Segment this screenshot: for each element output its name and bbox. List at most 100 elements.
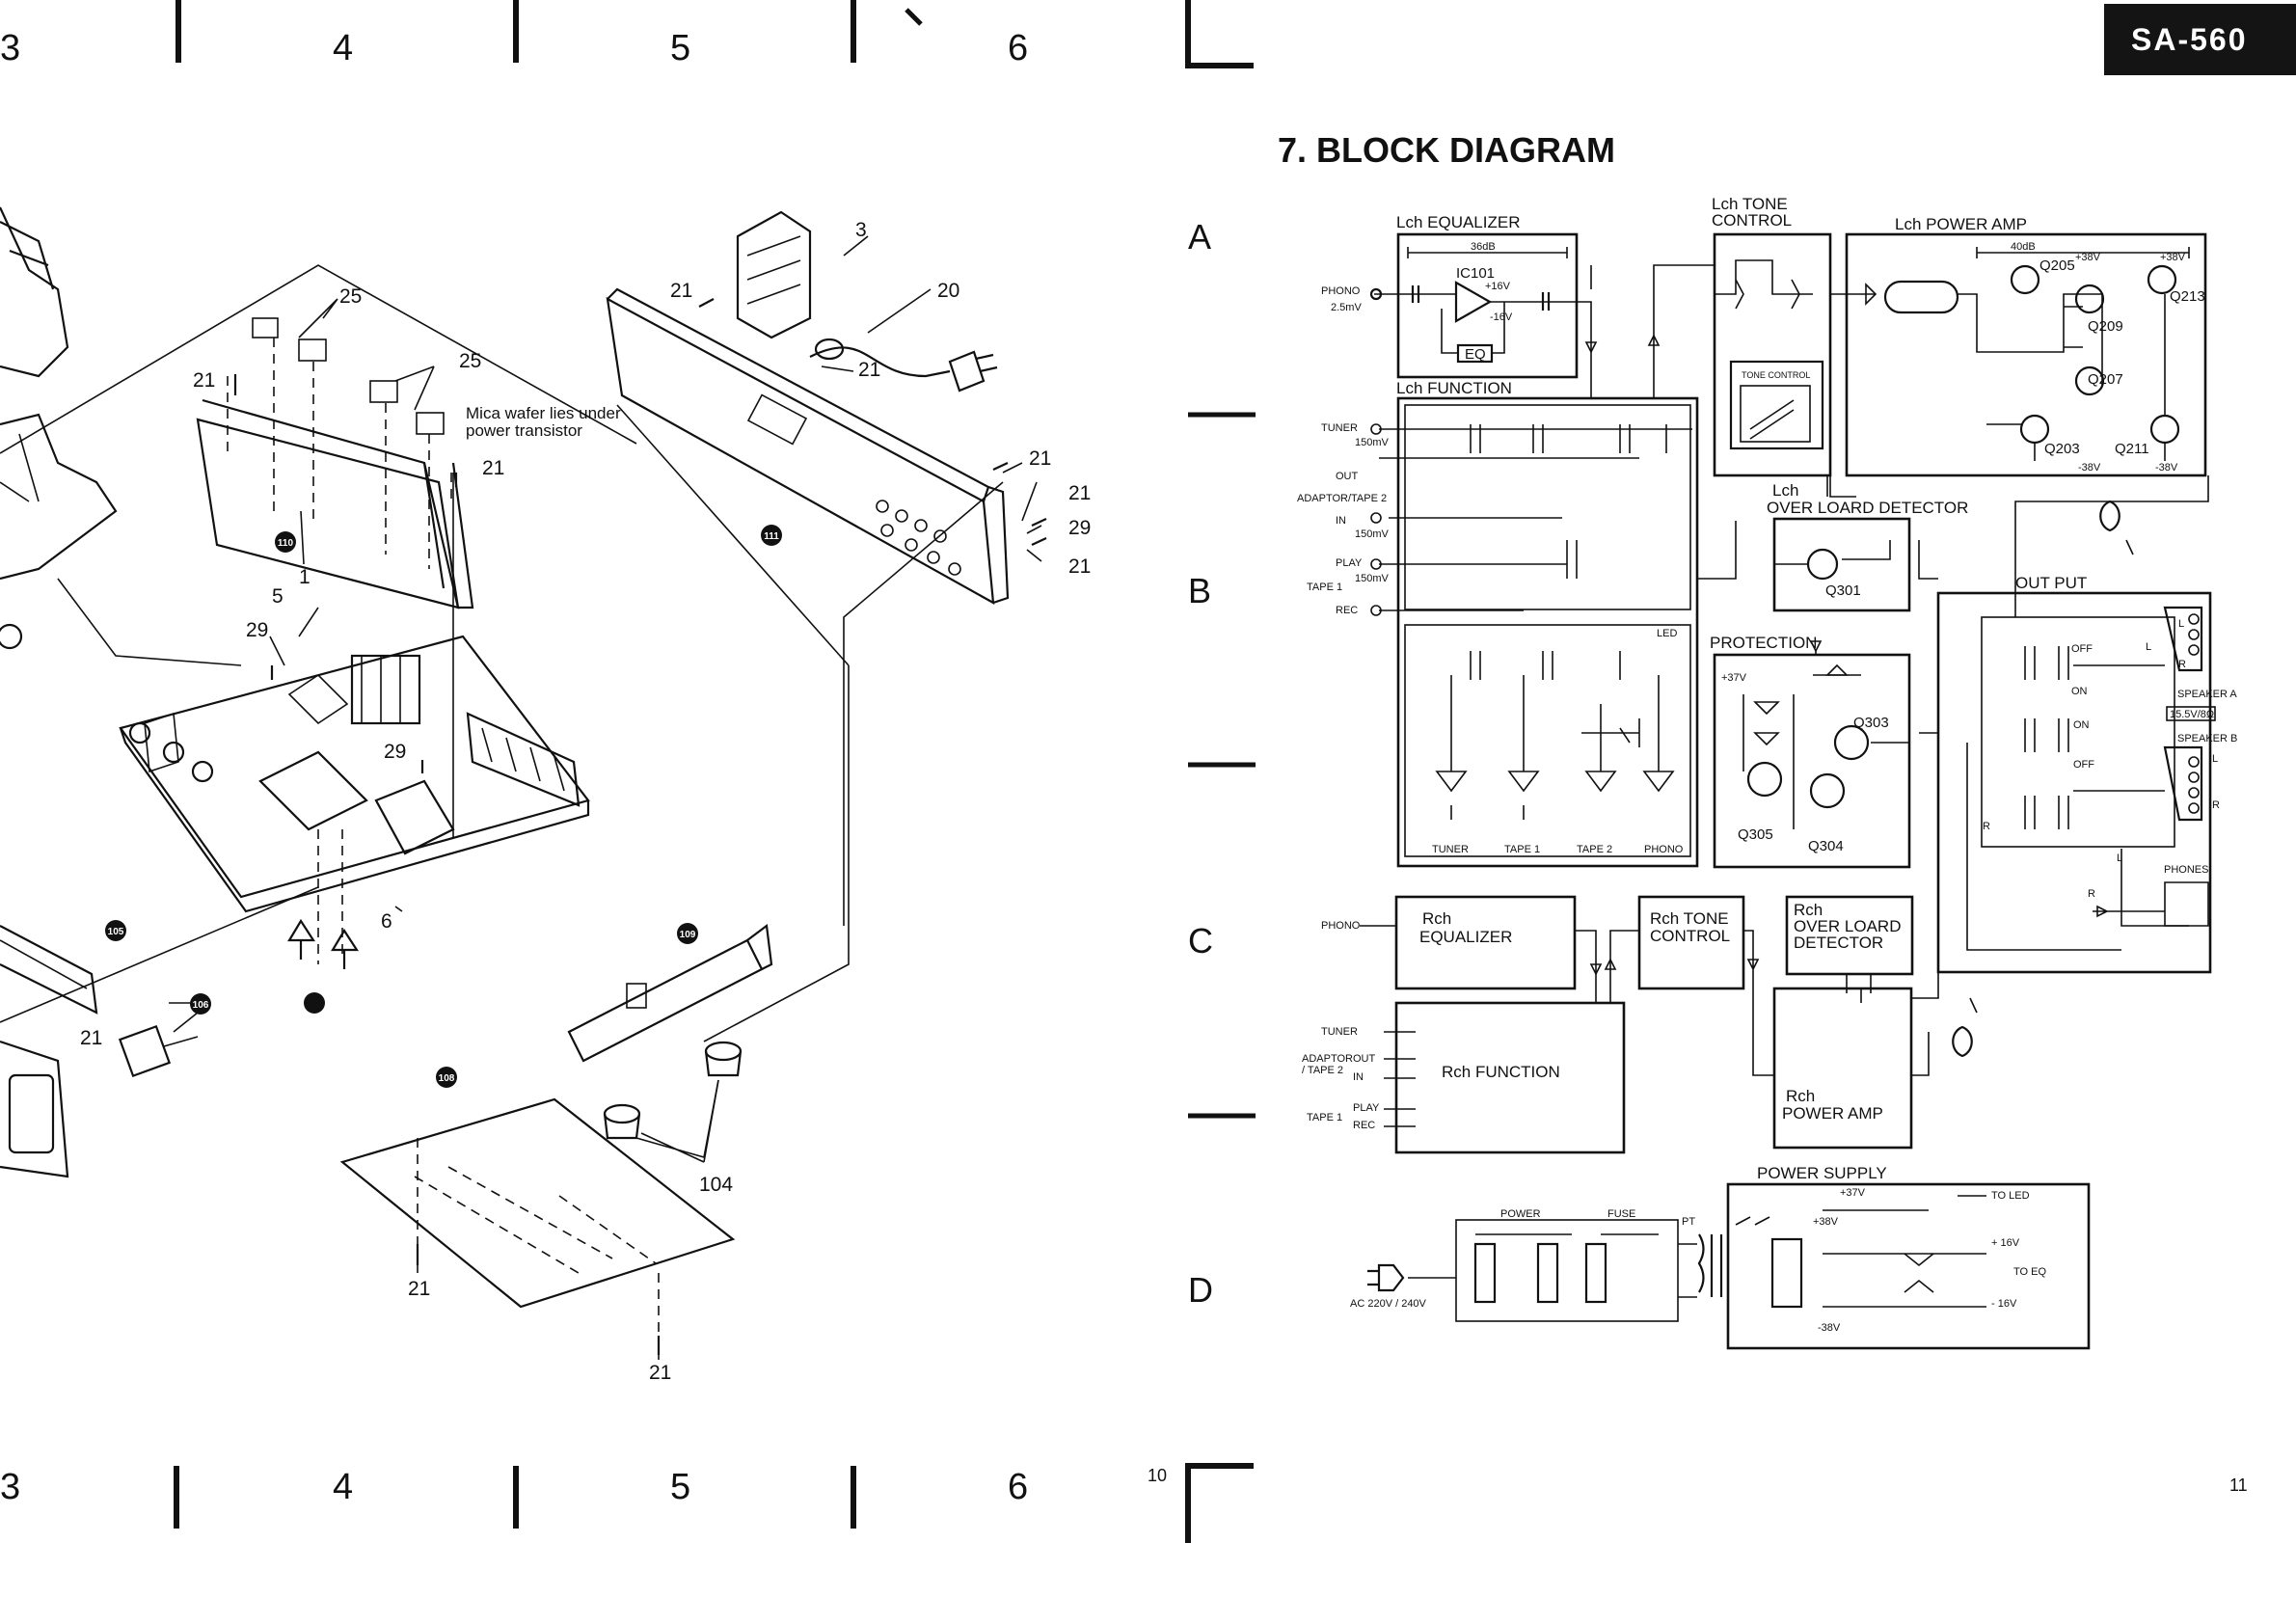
svg-text:Q207: Q207: [2088, 371, 2123, 388]
svg-text:IN: IN: [1336, 515, 1346, 527]
svg-text:R: R: [2212, 799, 2220, 811]
svg-text:R: R: [1983, 821, 1990, 832]
svg-text:CONTROL: CONTROL: [1712, 211, 1792, 230]
svg-text:R: R: [2088, 888, 2095, 900]
svg-text:PLAY: PLAY: [1353, 1102, 1380, 1114]
page-number-left: 10: [1148, 1466, 1167, 1485]
svg-text:Q213: Q213: [2170, 288, 2205, 305]
svg-text:108: 108: [439, 1073, 455, 1084]
svg-text:+38V: +38V: [2160, 252, 2186, 263]
svg-text:L: L: [2212, 753, 2218, 765]
rch-equalizer-block: Rch EQUALIZER PHONO: [1321, 895, 1639, 1003]
svg-text:OUT: OUT: [1353, 1053, 1376, 1065]
svg-text:-38V: -38V: [2155, 462, 2178, 474]
svg-text:Lch TONE: Lch TONE: [1712, 195, 1788, 213]
svg-text:TAPE 2: TAPE 2: [1577, 844, 1612, 855]
svg-text:L: L: [2178, 618, 2184, 630]
column-label: 4: [333, 1467, 353, 1507]
circled-part: 106: [190, 993, 211, 1015]
lch-equalizer-label: Lch EQUALIZER: [1396, 213, 1521, 231]
lch-equalizer-block: Lch EQUALIZER 36dB IC101 +16V -16V EQ PH…: [1321, 213, 1592, 379]
svg-text:PHONO: PHONO: [1644, 844, 1684, 855]
column-label: 3: [0, 1467, 20, 1507]
lch-tone-control-block: Lch TONE CONTROL TONE CONTROL: [1712, 195, 1832, 477]
svg-text:L: L: [2117, 853, 2122, 864]
svg-text:PHONO: PHONO: [1321, 920, 1361, 932]
svg-text:ON: ON: [2071, 686, 2088, 697]
svg-text:Q305: Q305: [1738, 826, 1773, 843]
svg-text:TAPE 1: TAPE 1: [1504, 844, 1540, 855]
svg-text:+ 16V: + 16V: [1991, 1237, 2020, 1249]
part-number: 21: [649, 1362, 671, 1384]
tone-control-inner: [1729, 360, 1824, 450]
model-badge-text: SA-560: [2131, 22, 2248, 57]
svg-text:TUNER: TUNER: [1321, 1026, 1358, 1038]
column-label: 3: [0, 28, 20, 68]
protection-block: PROTECTION +37V Q303 Q305 Q304: [1710, 634, 1911, 869]
svg-text:-16V: -16V: [1490, 311, 1513, 323]
ic101-label: IC101: [1456, 265, 1495, 282]
svg-text:Rch TONE: Rch TONE: [1650, 909, 1729, 928]
circled-part: [304, 992, 325, 1014]
part-number: 3: [855, 219, 867, 241]
part-number: 21: [193, 369, 215, 392]
svg-text:- 16V: - 16V: [1991, 1298, 2017, 1310]
svg-text:TAPE 1: TAPE 1: [1307, 1112, 1342, 1123]
part-number: 1: [299, 566, 311, 588]
svg-text:LED: LED: [1657, 628, 1677, 639]
svg-text:TAPE 1: TAPE 1: [1307, 582, 1342, 593]
part-number: 21: [858, 359, 880, 381]
svg-text:+37V: +37V: [1840, 1187, 1866, 1199]
part-number: 6: [381, 910, 392, 933]
grid-markers: 3 4 5 6 3 4 5 6 10 11 A B C D: [0, 0, 2248, 1543]
svg-text:/ TAPE 2: / TAPE 2: [1302, 1065, 1343, 1076]
circled-part: 109: [677, 923, 698, 944]
svg-text:-38V: -38V: [2078, 462, 2101, 474]
svg-text:15.5V/8Ω: 15.5V/8Ω: [2170, 709, 2214, 720]
svg-text:TO EQ: TO EQ: [2013, 1266, 2046, 1278]
block-diagram: Lch EQUALIZER 36dB IC101 +16V -16V EQ PH…: [1297, 195, 2237, 1350]
svg-text:PHONO: PHONO: [1321, 285, 1361, 297]
svg-text:SPEAKER A: SPEAKER A: [2177, 689, 2237, 700]
svg-text:POWER: POWER: [1500, 1208, 1541, 1220]
part-number: 21: [1068, 482, 1091, 504]
lch-function-block: Lch FUNCTION LED TUNER TAPE 1 TAPE 2 PHO…: [1297, 379, 1699, 868]
circled-part: 110: [275, 531, 296, 553]
rch-power-amp-block: Rch POWER AMP: [1772, 964, 1939, 1150]
svg-text:105: 105: [108, 927, 124, 937]
row-label: D: [1188, 1270, 1213, 1310]
part-number: 21: [1068, 555, 1091, 578]
output-block: OUT PUT OFF ON ON OFF L L R SPEAKER A 15…: [1936, 500, 2237, 1058]
svg-text:TUNER: TUNER: [1432, 844, 1469, 855]
svg-text:SPEAKER B: SPEAKER B: [2177, 733, 2237, 744]
svg-text:+37V: +37V: [1721, 672, 1747, 684]
svg-text:+38V: +38V: [2075, 252, 2101, 263]
svg-text:REC: REC: [1336, 605, 1358, 616]
svg-text:TUNER: TUNER: [1321, 422, 1358, 434]
svg-text:PLAY: PLAY: [1336, 557, 1363, 569]
circled-part: 108: [436, 1067, 457, 1088]
section-title: 7. BLOCK DIAGRAM: [1278, 130, 1615, 170]
part-number: 20: [937, 280, 959, 302]
svg-text:OVER LOARD DETECTOR: OVER LOARD DETECTOR: [1767, 499, 1968, 517]
svg-text:CONTROL: CONTROL: [1650, 927, 1730, 945]
svg-text:POWER SUPPLY: POWER SUPPLY: [1757, 1164, 1887, 1182]
svg-text:Lch POWER AMP: Lch POWER AMP: [1895, 215, 2027, 233]
lch-power-amp-block: Lch POWER AMP 40dB Q205 Q209 Q213 Q207 Q…: [1830, 215, 2207, 477]
svg-text:REC: REC: [1353, 1120, 1375, 1131]
svg-text:ON: ON: [2073, 719, 2090, 731]
svg-text:IN: IN: [1353, 1071, 1364, 1083]
svg-text:Rch FUNCTION: Rch FUNCTION: [1442, 1063, 1560, 1081]
svg-text:-38V: -38V: [1818, 1322, 1841, 1334]
svg-text:PROTECTION: PROTECTION: [1710, 634, 1817, 652]
part-number: 29: [384, 741, 406, 763]
column-label: 4: [333, 28, 353, 68]
svg-text:Q211: Q211: [2115, 441, 2149, 457]
svg-text:TONE CONTROL: TONE CONTROL: [1742, 370, 1810, 380]
row-label: C: [1188, 921, 1213, 961]
row-label: B: [1188, 571, 1211, 610]
svg-text:Lch: Lch: [1772, 481, 1798, 500]
svg-text:2.5mV: 2.5mV: [1331, 302, 1362, 313]
part-number: 25: [459, 350, 481, 372]
